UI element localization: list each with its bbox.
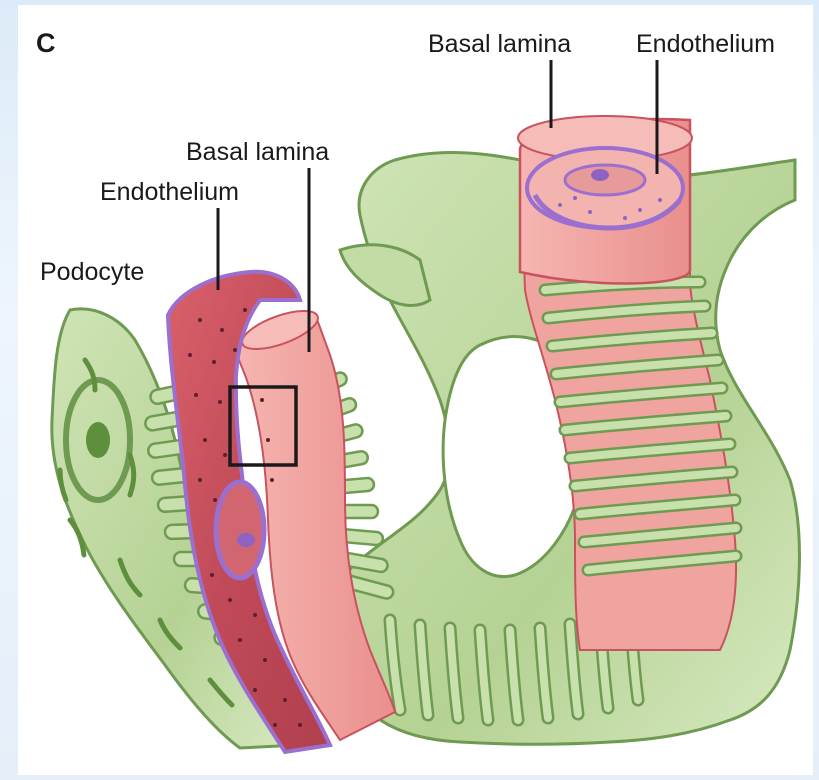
podocyte-nucleolus [86, 422, 110, 458]
label-basal-lamina-top: Basal lamina [428, 30, 571, 58]
top-capillary-nucleolus [591, 169, 609, 181]
panel-letter: C [36, 28, 56, 58]
label-podocyte: Podocyte [40, 258, 144, 286]
label-endothelium-left: Endothelium [100, 178, 239, 206]
label-endothelium-top: Endothelium [636, 30, 775, 58]
left-endothelium-nucleus [216, 482, 264, 578]
left-endothelium-nucleolus [237, 533, 255, 547]
top-capillary-nucleus [565, 165, 645, 195]
label-basal-lamina-left: Basal lamina [186, 138, 329, 166]
